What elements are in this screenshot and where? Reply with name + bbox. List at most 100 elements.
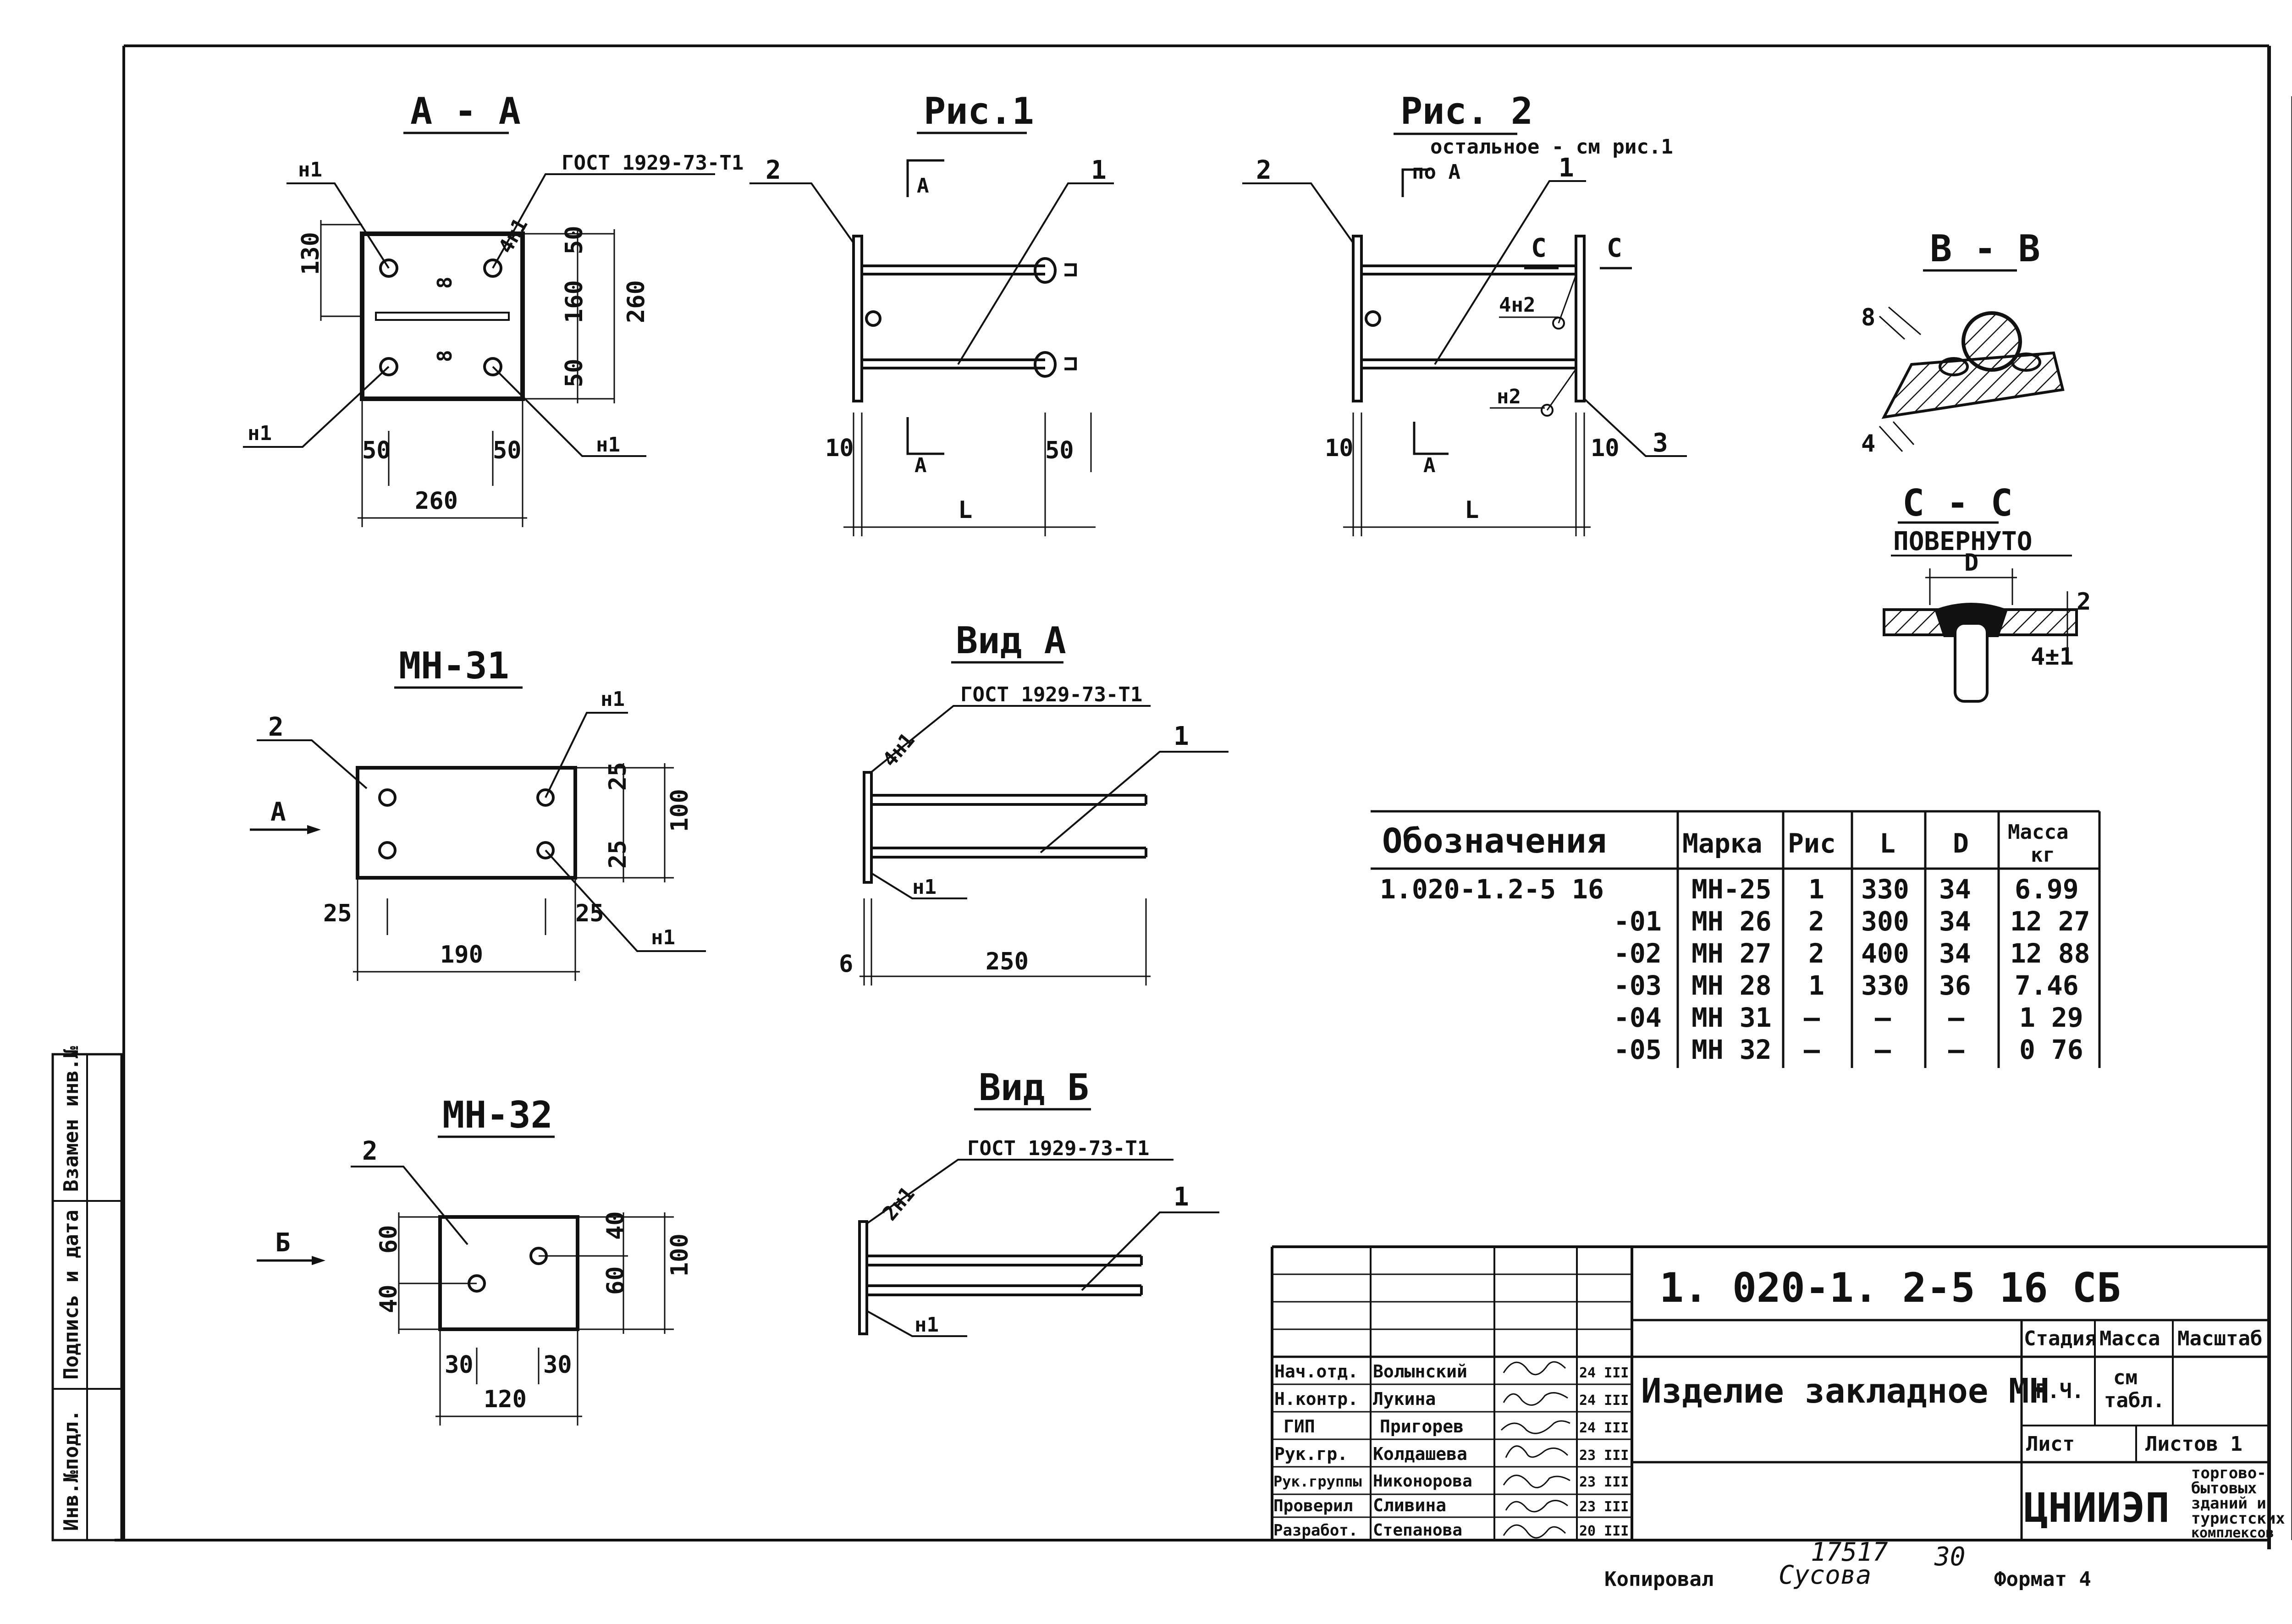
section-cc: С - С ПОВЕРНУТО D 2 4±1 [1883,482,2091,703]
section-aa-dim-right: 50 [493,437,522,464]
org-note: торгово- [2191,1464,2266,1482]
view-b-callout: 1 [1174,1182,1189,1212]
person-name: Волынский [1373,1361,1467,1382]
org-note: бытовых [2191,1479,2257,1497]
mn31-n1-top: н1 [601,688,625,711]
view-a-dim-thickness: 6 [839,950,853,978]
section-bb-dim-a: 8 [1861,304,1875,331]
section-aa-n1-left: н1 [248,422,272,445]
mn32: МН-32 2 Б 60 40 40 60 100 30 30 120 [257,1094,694,1426]
view-a-callout: 1 [1174,721,1189,751]
spec-header-fig: Рис [1788,828,1836,859]
sheets-label: Листов 1 [2145,1432,2242,1456]
section-cc-title: С - С [1902,482,2013,524]
spec-cell-fig: 1 [1808,970,1824,1001]
mn31-dim-overall-w: 190 [440,941,483,969]
anchor-hole [483,357,502,376]
list-item: Н.контр. Лукина 24 III [1274,1389,1629,1409]
footer-copied: Копировал [1604,1568,1713,1591]
mn32-callout: 2 [362,1136,378,1166]
spec-cell-fig: 1 [1808,874,1824,905]
fig1: Рис.1 ⊐ ⊐ 2 1 А А 10 50 L [749,90,1114,536]
anchor-hole [379,357,398,376]
item-name: Изделие закладное МН [1641,1371,2050,1411]
fig2-callout-3: 3 [1653,428,1668,458]
spec-cell-l: 330 [1861,970,1909,1001]
spec-header-mark: Марка [1682,828,1763,859]
role-label: Разработ. [1273,1521,1358,1540]
fig2-callout-2: 2 [1256,155,1272,185]
view-a-dim-length: 250 [986,948,1029,975]
view-b-n1: н1 [915,1313,939,1337]
section-aa-dim-right-bot: 50 [561,358,588,387]
spec-cell-mark: МН 27 [1691,938,1772,969]
mn31-n1-bot: н1 [651,926,675,949]
spec-cell-designation: -02 [1614,938,1662,969]
section-aa-dim-right-top: 50 [561,226,588,254]
mn32-dim-right-bot: 60 [602,1266,629,1295]
spec-cell-designation: -04 [1614,1002,1662,1033]
list-item: Рук.группы Никонорова 23 III [1273,1472,1629,1491]
table-row: 1.020-1.2-5 16 МН-25 1 330 34 6.99 [1380,874,2079,905]
mass-note-1: см [2113,1366,2138,1389]
fig2-section-bot: А [1423,454,1436,477]
mn32-title: МН-32 [442,1094,553,1136]
spec-cell-mass: 6.99 [2015,874,2079,905]
signature-scribble [1503,1475,1570,1488]
fig2-plate-left [1352,235,1363,402]
fig2-plate-right [1575,235,1586,402]
fig2-c-mark-left: С [1531,233,1547,263]
spec-cell-mark: МН-25 [1691,874,1772,905]
section-aa-n1-top: н1 [298,158,322,182]
fig1-end-mark: ⊐ [1063,350,1078,377]
footer-number: 17517 [1811,1537,1888,1567]
fig1-dim-length: L [958,496,972,524]
spec-cell-mass: 7.46 [2015,970,2079,1001]
sign-date: 20 III [1579,1523,1629,1539]
list-item: Нач.отд. Волынский 24 III [1274,1361,1629,1382]
section-bb-title: В - В [1930,227,2040,270]
person-name: Никонорова [1373,1472,1472,1491]
signature-scribble [1503,1392,1568,1406]
spec-cell-mark: МН 26 [1691,906,1772,937]
spec-header-kg: кг [2031,843,2055,867]
mass-note-2: табл. [2104,1389,2165,1412]
section-aa-inner-label: 8 [433,350,457,363]
view-a-gost: ГОСТ 1929-73-Т1 [960,683,1142,706]
spec-cell-fig: — [1804,1002,1820,1033]
sign-date: 23 III [1579,1474,1629,1490]
view-a: Вид А ГОСТ 1929-73-Т1 4н1 1 н1 6 250 [839,619,1229,985]
table-row: -02 МН 27 2 400 34 12 88 [1614,938,2090,969]
list-item: Проверил Сливина 23 III [1273,1495,1629,1515]
sign-date: 24 III [1579,1365,1629,1381]
org-note: зданий и [2191,1494,2266,1513]
mn32-dim-right-top: 40 [602,1211,629,1240]
fig2-section-mark: по А [1412,160,1460,184]
fig1-callout-2: 2 [766,155,781,185]
mn31-dim-right-top: 25 [604,762,632,791]
spec-cell-designation: -05 [1614,1034,1662,1065]
spec-cell-l: 400 [1861,938,1909,969]
fig1-callout-1: 1 [1091,155,1107,185]
section-aa-dim-overall-h: 260 [623,280,650,323]
view-b-plate [858,1220,868,1335]
section-aa-weld: 4н1 [494,214,533,257]
mn32-dim-left-bot: 40 [375,1284,402,1313]
list-item: Разработ. Степанова 20 III [1273,1521,1629,1540]
spec-cell-designation: -03 [1614,970,1662,1001]
fig2-weld-bot: н2 [1497,385,1521,408]
mn31-callout: 2 [268,712,284,742]
spec-header-mass: Масса [2008,820,2068,844]
mn32-plate [438,1215,579,1331]
spec-table: Обозначения Марка Рис L D Масса кг 1.020… [1371,810,2101,1068]
mn31-dim-overall-h: 100 [666,789,694,832]
footer-format: Формат 4 [1994,1568,2091,1591]
fig2-note: остальное - см рис.1 [1430,135,1673,159]
spec-cell-d: — [1948,1034,1964,1065]
signature-scribble [1503,1524,1566,1539]
sign-date: 23 III [1579,1448,1629,1464]
list-item: Рук.гр. Колдашева 23 III [1274,1444,1629,1464]
stage-header: Стадия [2024,1327,2097,1350]
spec-cell-d: 34 [1939,874,1971,905]
